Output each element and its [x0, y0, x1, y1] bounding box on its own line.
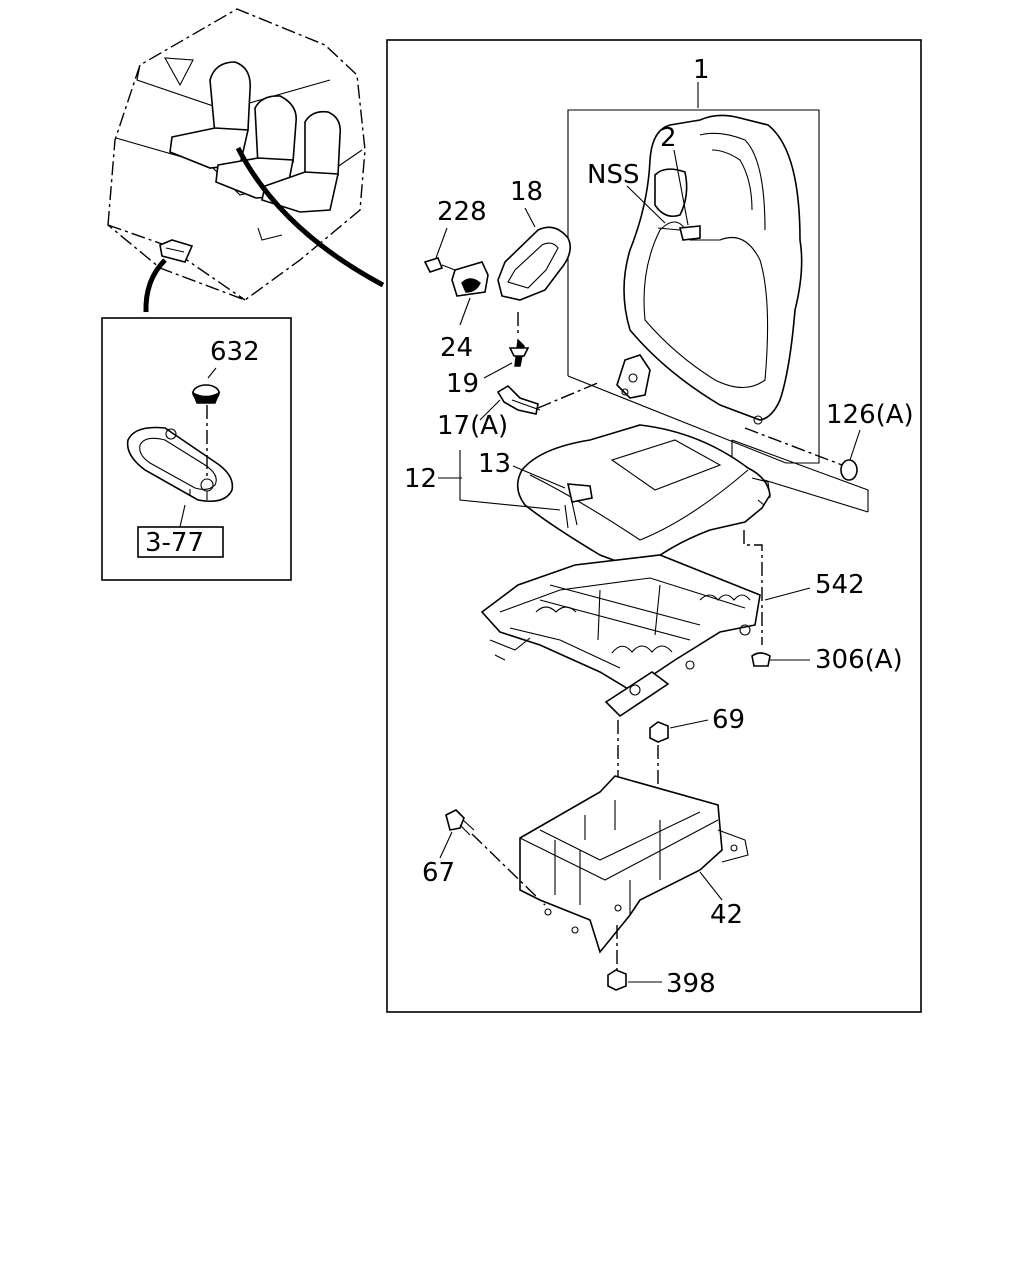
- callout-24: 24: [440, 333, 473, 363]
- nut-398: [607, 925, 662, 991]
- callout-398: 398: [666, 969, 716, 999]
- inset-panel: 632 3-77: [101, 317, 292, 581]
- callout-306a: 306(A): [815, 645, 903, 675]
- bolt-67: [439, 809, 546, 906]
- callout-2: 2: [660, 123, 677, 153]
- callout-18: 18: [510, 177, 543, 207]
- seat-slide-assembly: [480, 554, 811, 718]
- callout-228: 228: [437, 197, 487, 227]
- callout-1: 1: [693, 55, 710, 85]
- callout-17a: 17(A): [437, 411, 508, 441]
- cab-overview-illustration: [107, 8, 385, 313]
- callout-13: 13: [478, 449, 511, 479]
- main-frame: [386, 39, 922, 1013]
- seatback: [616, 114, 803, 425]
- callout-542: 542: [815, 570, 865, 600]
- callout-12: 12: [404, 464, 437, 494]
- callout-42: 42: [710, 900, 743, 930]
- callout-67: 67: [422, 858, 455, 888]
- callout-632: 632: [210, 337, 260, 367]
- seatback-group-outline: [567, 82, 820, 464]
- callout-nss: NSS: [587, 160, 639, 190]
- callout-ref-3-77: 3-77: [145, 528, 204, 558]
- callout-126a: 126(A): [826, 400, 914, 430]
- recliner-handle-parts: [423, 226, 601, 415]
- seat-cushion: [516, 424, 771, 645]
- reference-box: [137, 526, 224, 558]
- callout-69: 69: [712, 705, 745, 735]
- callout-19: 19: [446, 369, 479, 399]
